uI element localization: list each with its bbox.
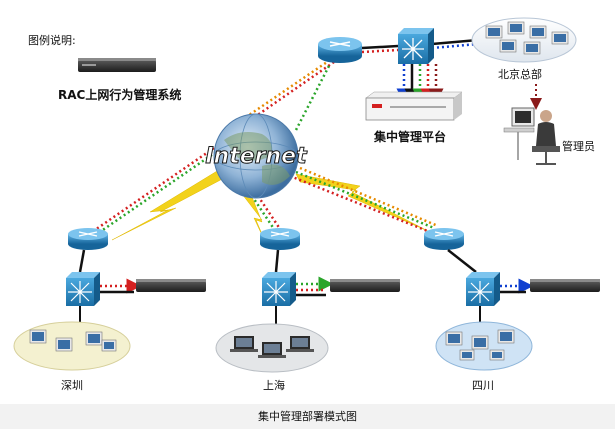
admin-label: 管理员 [562, 140, 595, 153]
admin-icon [503, 107, 560, 165]
hq-links [361, 38, 542, 110]
branch-switch-shanghai [262, 272, 296, 306]
legend-title: 图例说明: [28, 34, 76, 47]
hq-computers-icon [471, 17, 577, 63]
hq-switch-icon [398, 28, 434, 64]
internet-label: Internet [205, 144, 308, 169]
branch-label-shenzhen: 深圳 [61, 379, 83, 392]
branch-computers-shanghai [215, 323, 329, 373]
branch-router-shanghai [260, 228, 300, 250]
caption-bar [0, 404, 615, 429]
legend-device-label: RAC上网行为管理系统 [58, 88, 182, 102]
branch-device-shenzhen [136, 279, 206, 292]
internet-globe-icon [213, 113, 299, 199]
branch-device-shanghai [330, 279, 400, 292]
central-platform-icon [365, 91, 463, 121]
hq-router-icon [318, 37, 362, 63]
branch-label-sichuan: 四川 [472, 379, 494, 392]
figure-caption: 集中管理部署模式图 [258, 410, 357, 423]
branch-device-sichuan [530, 279, 600, 292]
branch-switch-sichuan [466, 272, 500, 306]
branch-computers-sichuan [435, 321, 533, 371]
branch-router-sichuan [424, 228, 464, 250]
branch-uplinks [78, 249, 477, 273]
branch-label-shanghai: 上海 [263, 379, 285, 392]
branch-router-shenzhen [68, 228, 108, 250]
legend-device-icon [78, 58, 156, 72]
switch-device-links [100, 276, 534, 297]
branch-switch-shenzhen [66, 272, 100, 306]
hq-label: 北京总部 [498, 68, 542, 81]
branch-computers-shenzhen [13, 321, 131, 371]
platform-label: 集中管理平台 [374, 130, 447, 144]
